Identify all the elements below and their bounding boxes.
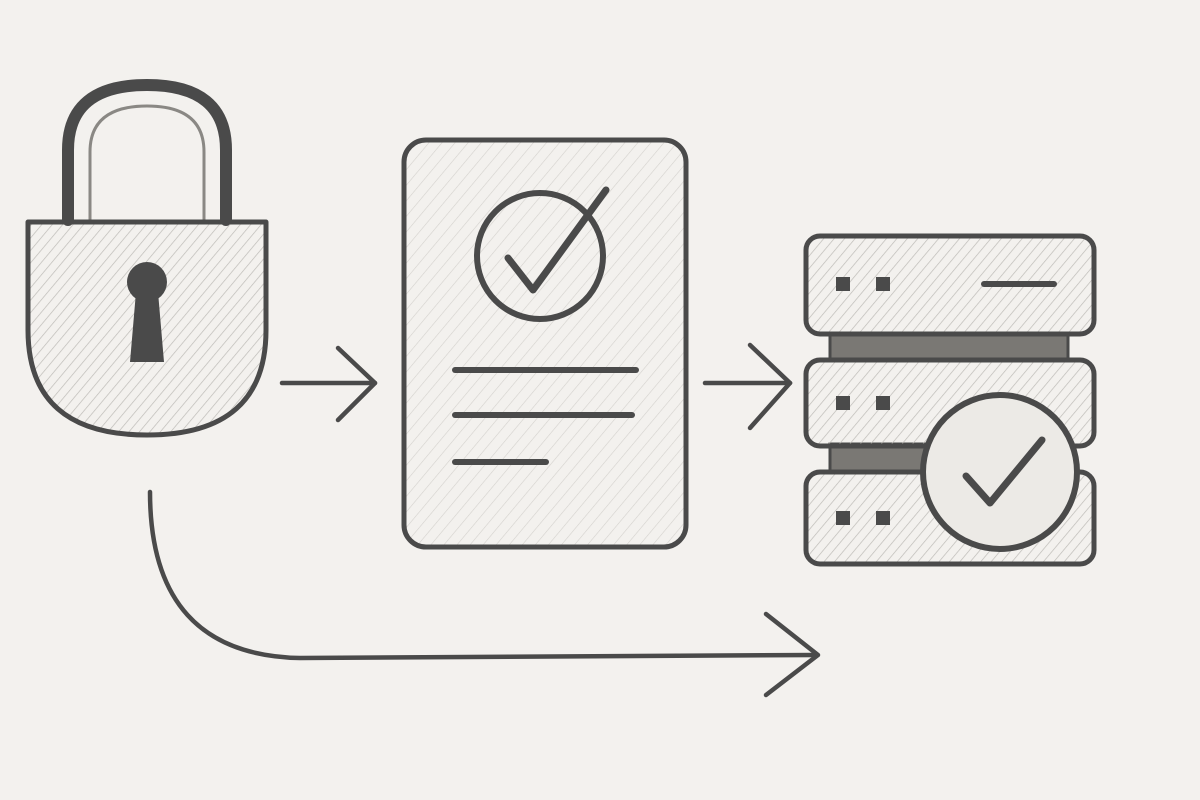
server-led: [876, 277, 890, 291]
check-icon: [962, 436, 1046, 507]
server-led: [836, 277, 850, 291]
server-led: [836, 396, 850, 410]
document-page: [401, 137, 689, 550]
server-connector-1: [828, 332, 1070, 362]
server-led: [836, 511, 850, 525]
server-led: [876, 396, 890, 410]
arrow-document-to-server: [702, 342, 793, 431]
keyhole-icon: [127, 262, 167, 362]
padlock-shackle-inner: [88, 104, 206, 222]
padlock-shackle: [62, 79, 232, 226]
server-stack-check-icon: [803, 233, 1097, 567]
server-unit-1: [803, 233, 1097, 337]
arrow-lock-to-document: [279, 345, 378, 423]
server-check-badge: [920, 392, 1080, 552]
padlock-icon: [25, 79, 269, 438]
document-check-circle: [474, 190, 606, 322]
checked-document-icon: [401, 137, 689, 550]
check-icon: [504, 186, 610, 294]
server-led: [876, 511, 890, 525]
arrow-lock-to-server-curved: [147, 489, 821, 698]
